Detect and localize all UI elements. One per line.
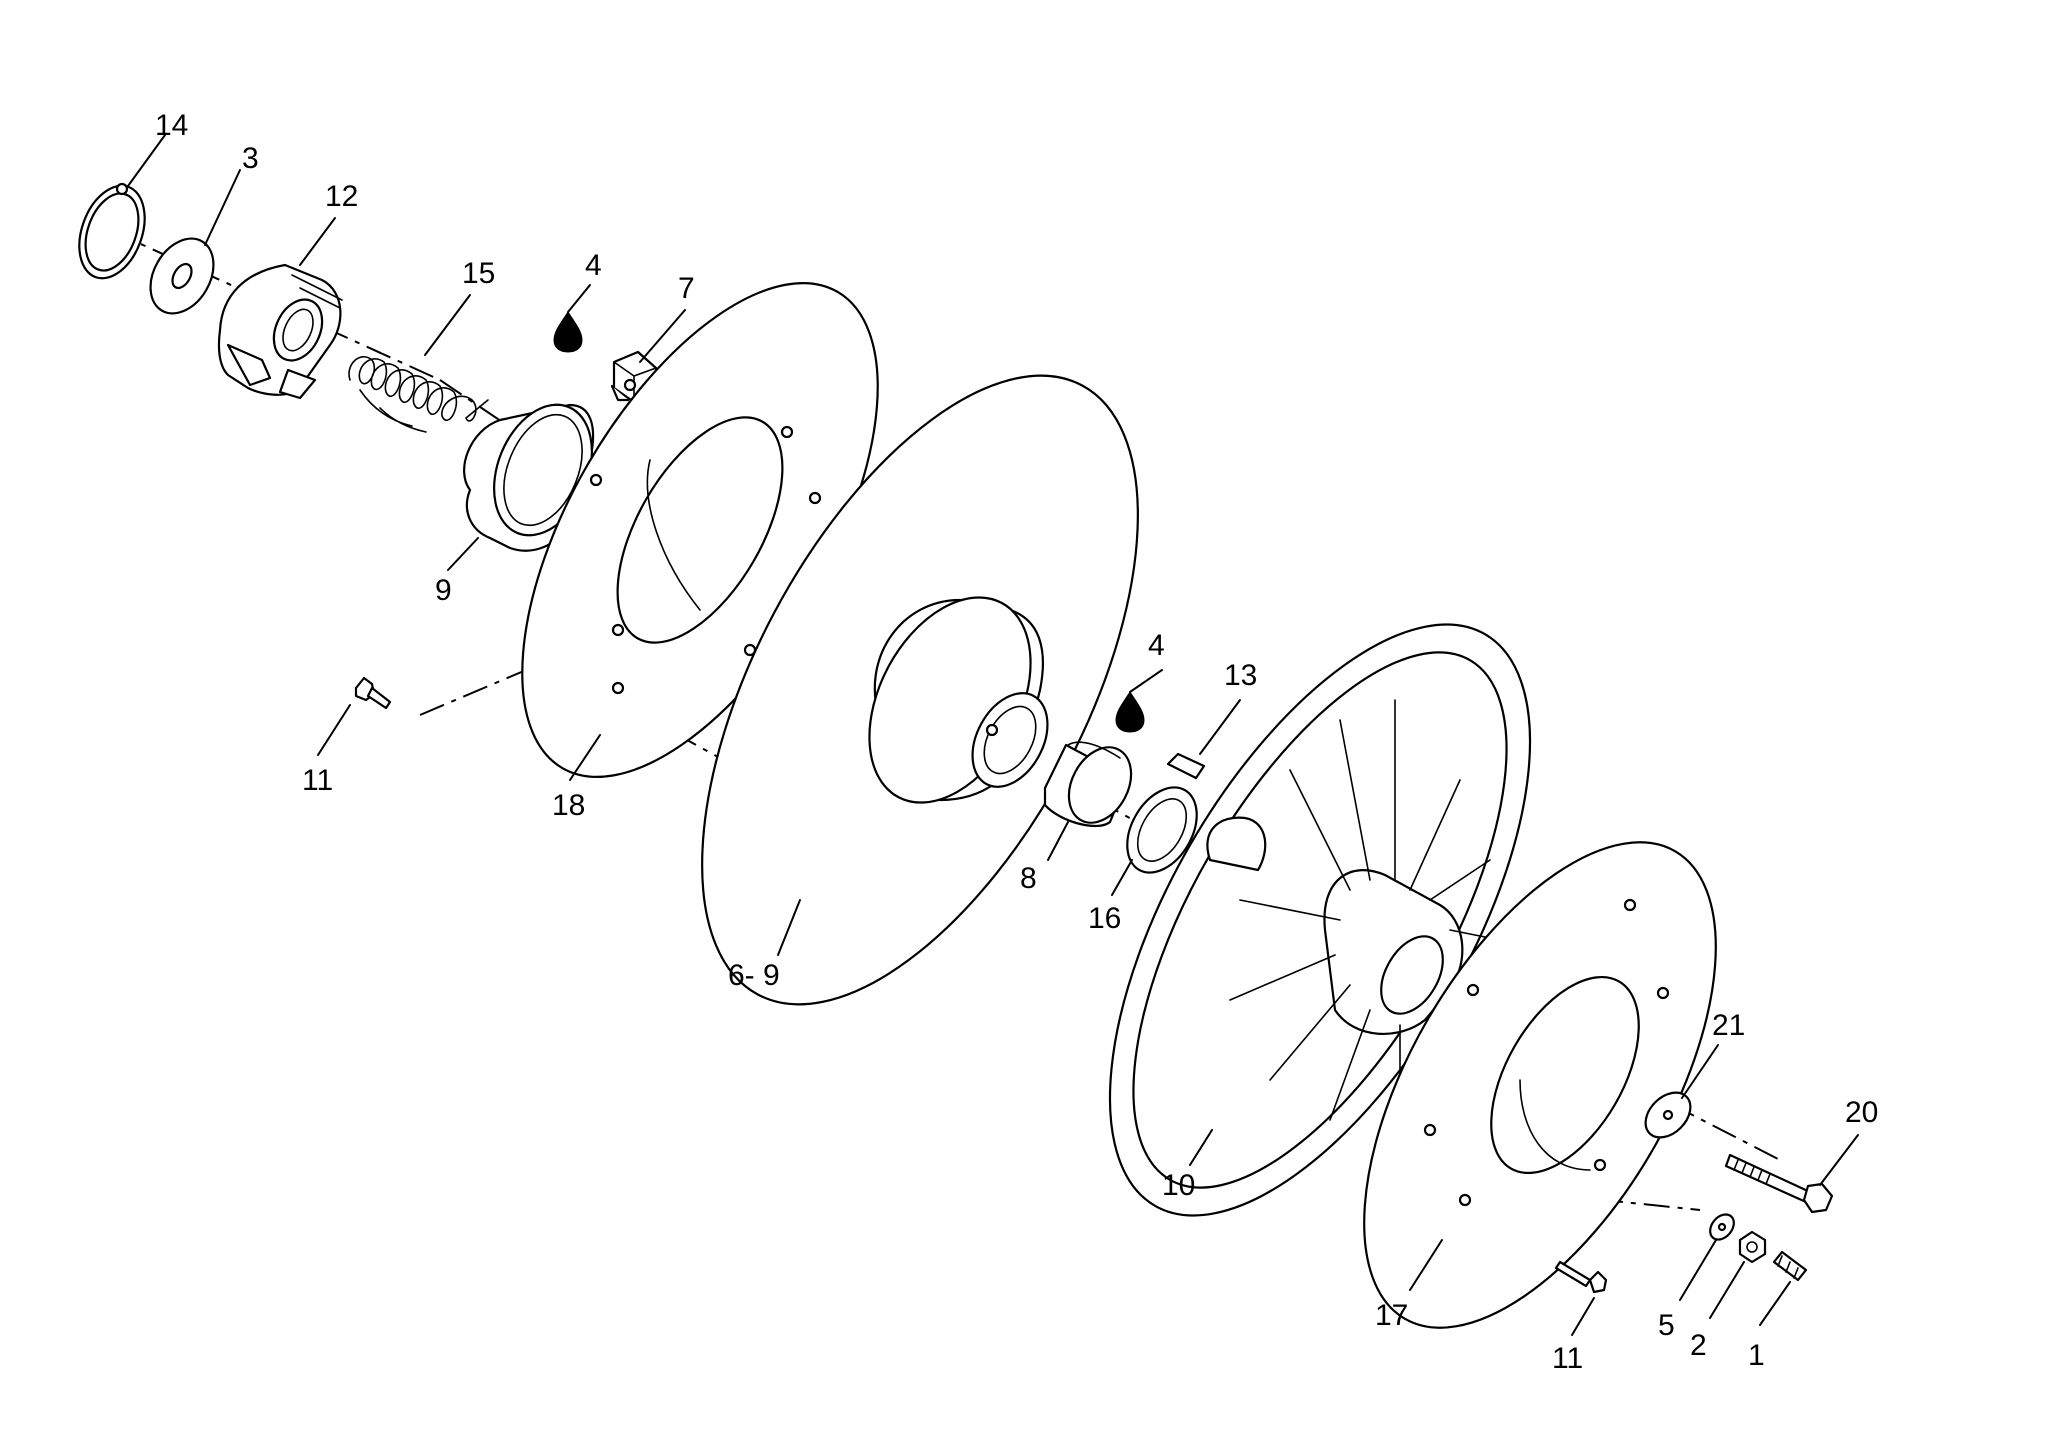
part-back-plate	[1363, 841, 1717, 1329]
callout-5: 5	[1658, 1309, 1675, 1342]
callout-1: 1	[1748, 1339, 1765, 1372]
part-washer	[149, 237, 215, 315]
part-sliding-sheave	[701, 374, 1139, 1006]
callout-16: 16	[1088, 902, 1121, 935]
callout-9: 9	[435, 574, 452, 607]
callout-14: 14	[155, 109, 188, 142]
leader-lines	[127, 134, 1859, 1336]
part-washer-5	[1709, 1213, 1735, 1241]
part-bushing	[1043, 741, 1133, 827]
part-retaining-ring	[78, 182, 146, 280]
oil-drop-icon	[553, 311, 583, 353]
callout-4-upper: 4	[585, 249, 602, 282]
callout-20: 20	[1845, 1096, 1878, 1129]
callout-10: 10	[1162, 1169, 1195, 1202]
callout-11-upper: 11	[302, 764, 333, 797]
part-fixed-sheave	[1108, 623, 1532, 1217]
part-set-screw	[1772, 1250, 1808, 1282]
oil-drop-icon	[1115, 691, 1145, 733]
callout-21: 21	[1712, 1009, 1745, 1042]
part-screw-lower	[1554, 1260, 1608, 1294]
part-key	[1166, 752, 1206, 780]
fixed-sheave-spokes	[1229, 699, 1501, 1121]
callout-3: 3	[242, 142, 259, 175]
callout-15: 15	[462, 257, 495, 290]
part-nut	[1738, 1230, 1767, 1264]
callout-11-lower: 11	[1552, 1342, 1583, 1375]
callout-18: 18	[552, 789, 585, 822]
callout-8: 8	[1020, 862, 1037, 895]
callout-13: 13	[1224, 659, 1257, 692]
callout-6-9: 6- 9	[728, 959, 780, 992]
callout-2: 2	[1690, 1329, 1707, 1362]
part-outer-plate	[521, 282, 879, 778]
part-bolt	[1724, 1153, 1834, 1214]
callout-labels: 14 3 12 15 4 7 9 11 18 4 13 8 16 6- 9 10…	[155, 109, 1878, 1375]
callout-7: 7	[678, 272, 695, 305]
callout-17: 17	[1375, 1299, 1408, 1332]
part-washer-21	[1644, 1091, 1692, 1139]
callout-4-lower: 4	[1148, 629, 1165, 662]
callout-12: 12	[325, 180, 358, 213]
part-spring	[348, 356, 489, 433]
part-thrust-washer	[1126, 786, 1198, 874]
part-cam	[217, 263, 343, 400]
part-screw-upper	[354, 676, 392, 710]
